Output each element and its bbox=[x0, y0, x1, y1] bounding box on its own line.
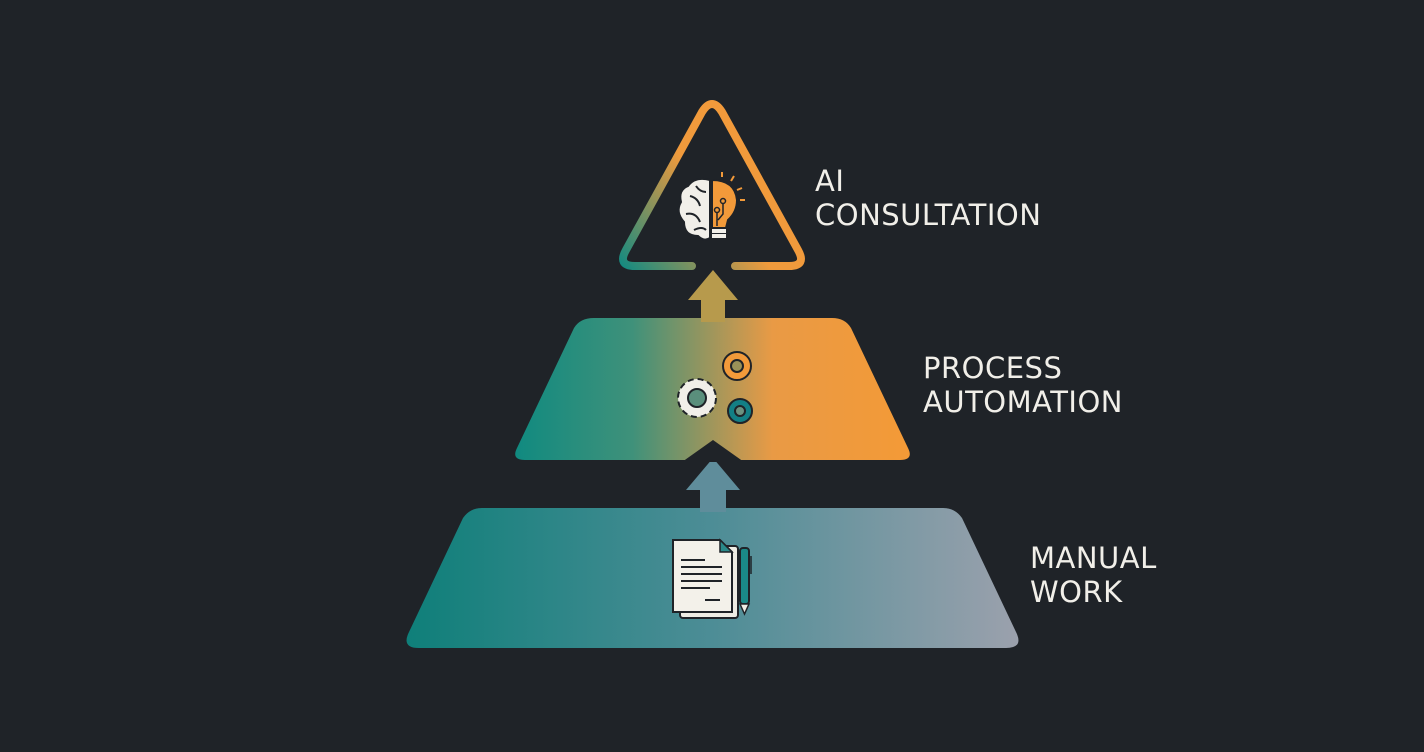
tier-label-manual-work: MANUAL WORK bbox=[1030, 541, 1157, 609]
tier-label-process-automation: PROCESS AUTOMATION bbox=[923, 351, 1123, 419]
tier-label-ai-consultation: AI CONSULTATION bbox=[815, 164, 1041, 232]
label-line: AUTOMATION bbox=[923, 385, 1123, 419]
label-line: PROCESS bbox=[923, 351, 1063, 385]
document-pen-icon bbox=[672, 538, 752, 619]
label-line: AI bbox=[815, 164, 845, 198]
gears-icon bbox=[677, 351, 753, 424]
label-line: WORK bbox=[1030, 575, 1123, 609]
label-line: CONSULTATION bbox=[815, 198, 1042, 232]
brain-lightbulb-icon bbox=[677, 172, 745, 241]
tier-ai-consultation bbox=[619, 100, 805, 270]
arrow-up-icon bbox=[688, 270, 738, 322]
arrow-up-icon bbox=[686, 458, 740, 512]
label-line: MANUAL bbox=[1030, 541, 1157, 575]
